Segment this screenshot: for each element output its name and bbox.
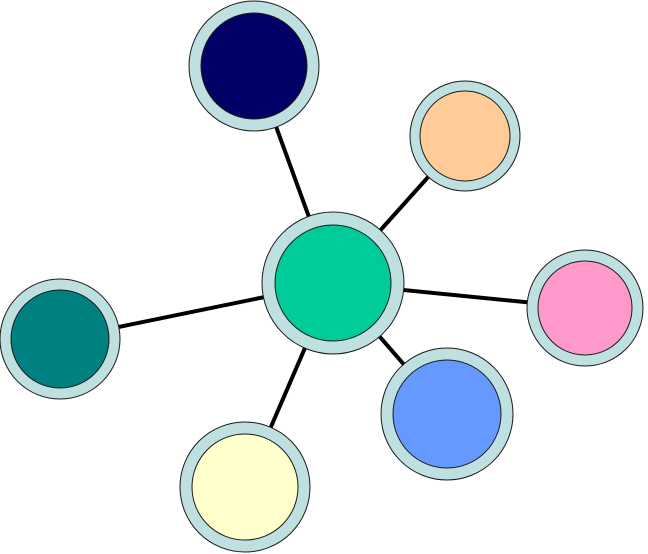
hub-fill: [274, 224, 392, 342]
right-node: [526, 249, 644, 367]
lower-right-node: [380, 347, 514, 481]
right-node-fill: [537, 260, 633, 356]
hub: [261, 211, 405, 355]
upper-right-node-fill: [419, 90, 511, 182]
bottom-node-fill: [191, 433, 299, 541]
bottom-node: [179, 421, 311, 553]
left-node: [0, 278, 121, 400]
left-node-fill: [10, 289, 110, 389]
upper-right-node: [409, 80, 521, 192]
lower-right-node-fill: [392, 359, 502, 469]
top-node: [188, 0, 320, 132]
top-node-fill: [200, 12, 308, 120]
